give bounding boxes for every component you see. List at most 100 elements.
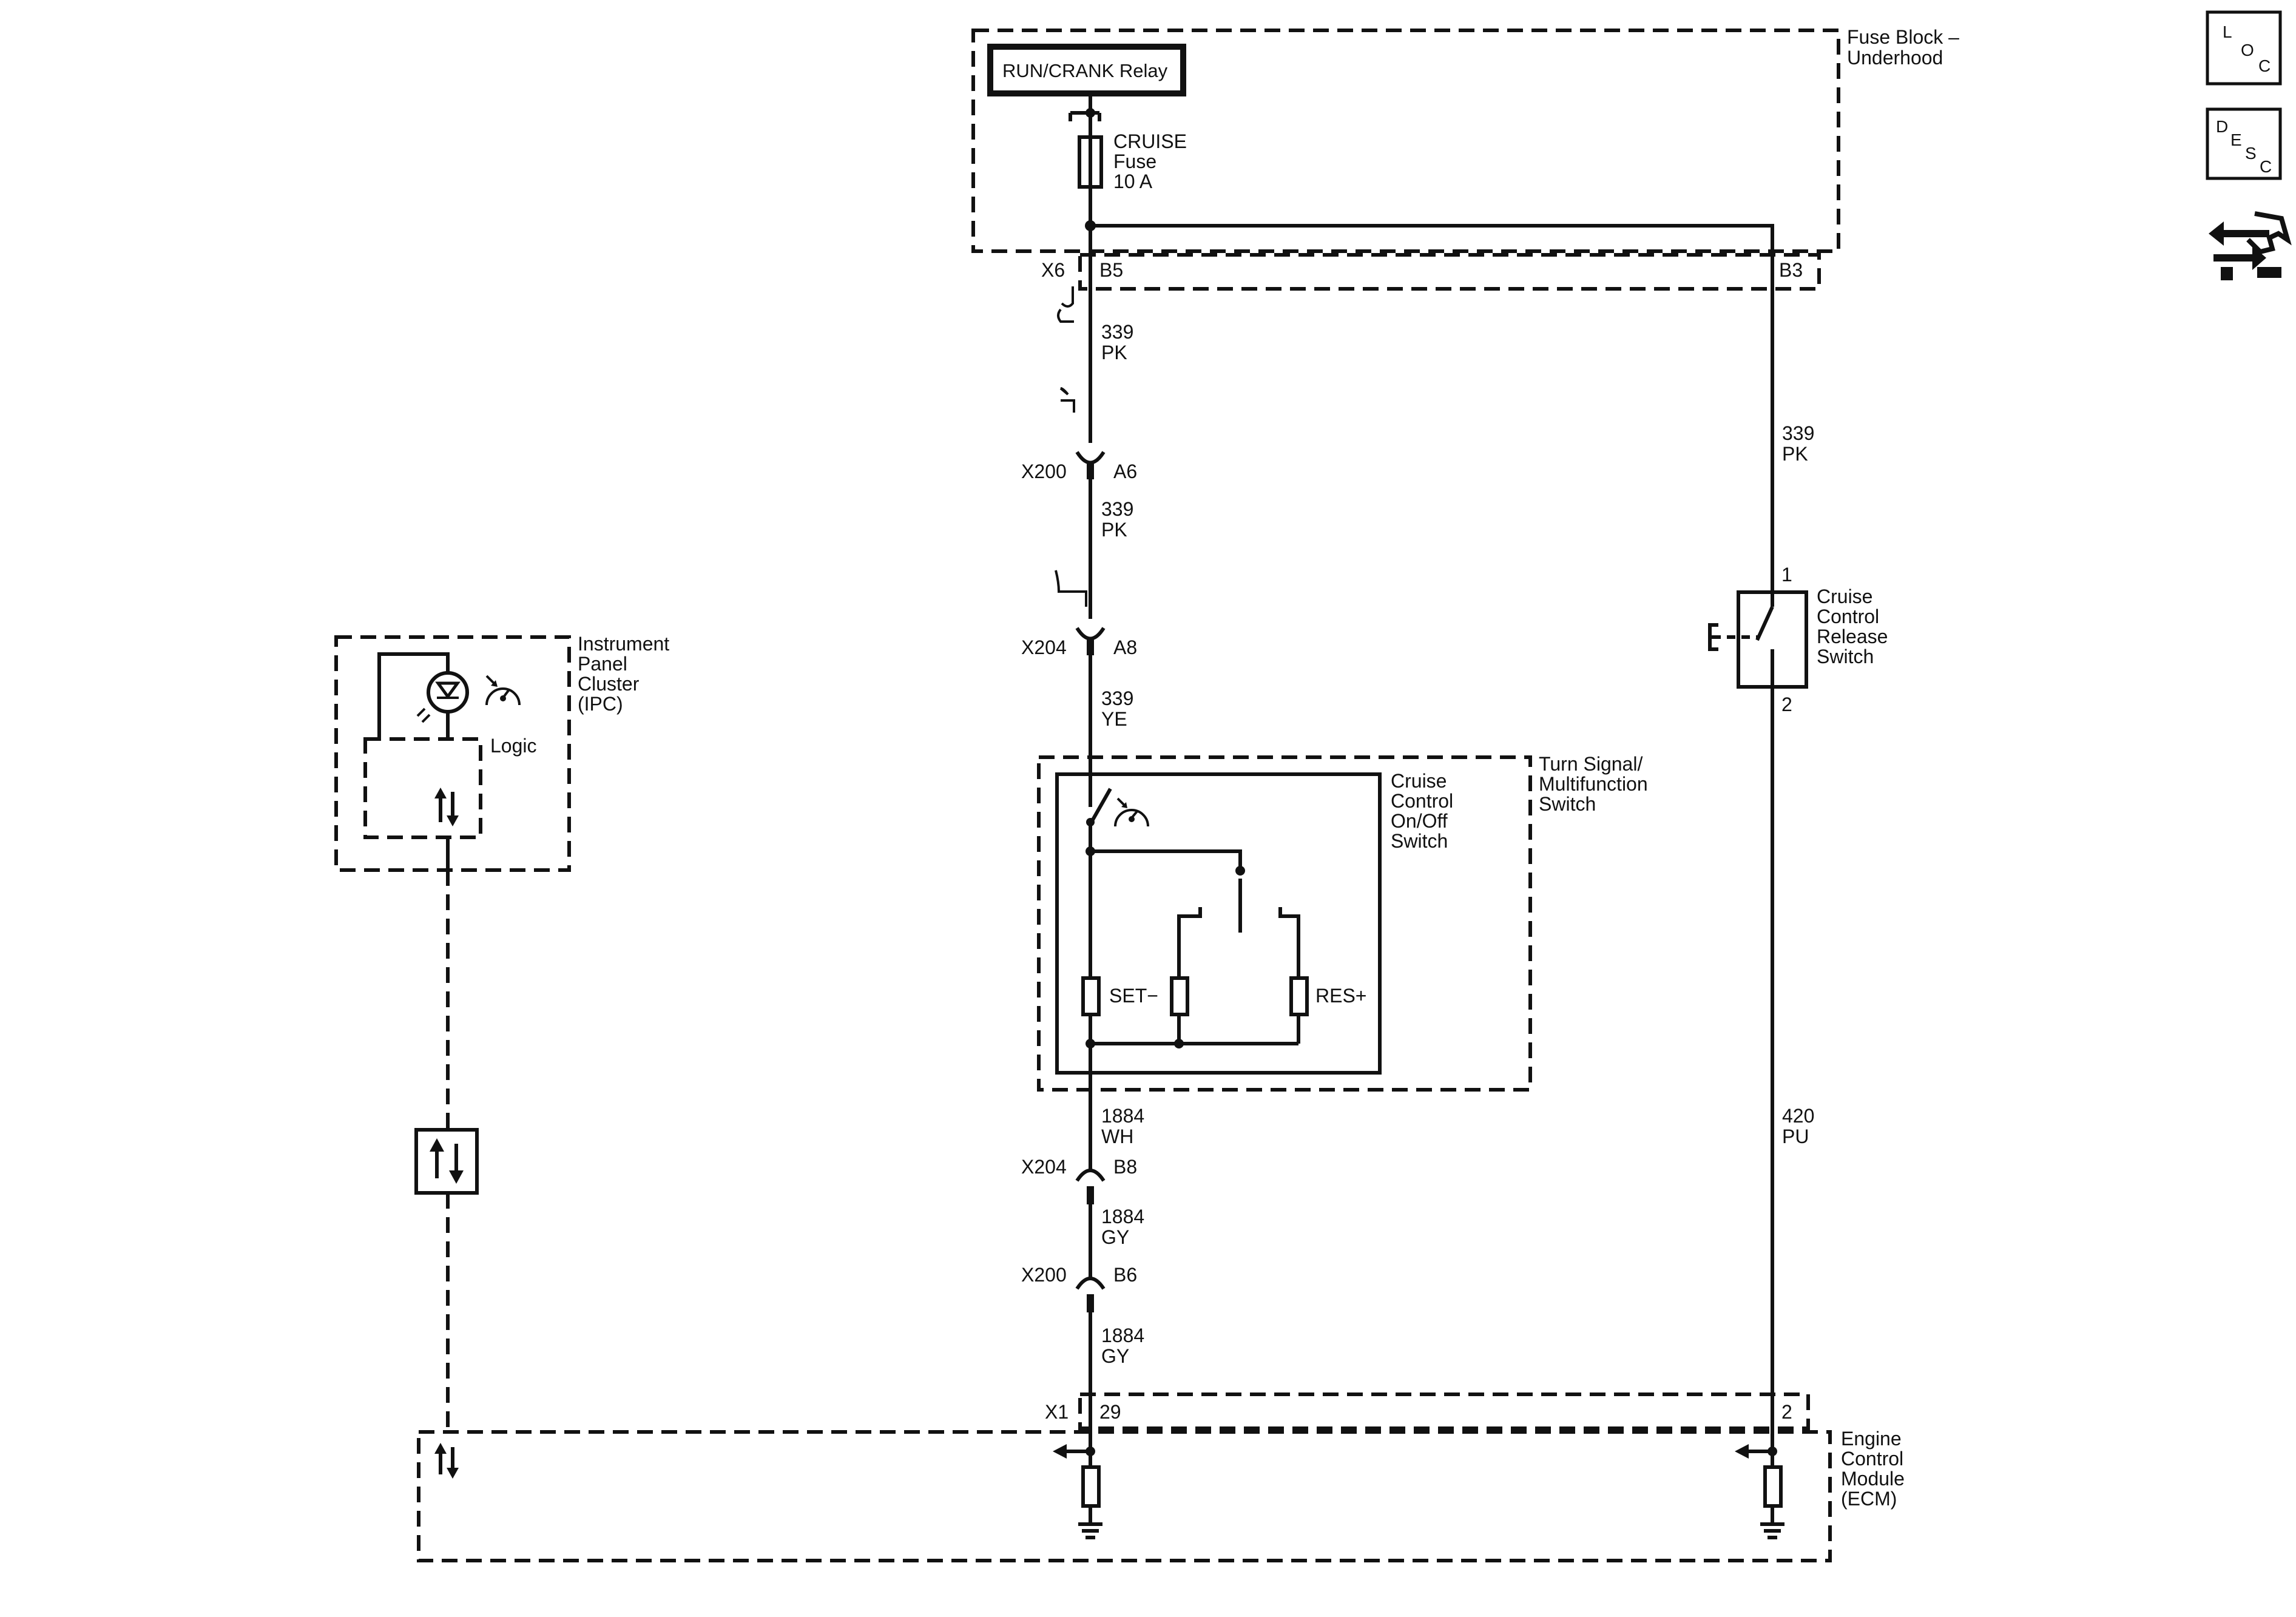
svg-text:29: 29 (1099, 1401, 1121, 1423)
svg-text:Instrument: Instrument (578, 633, 669, 655)
svg-text:1884: 1884 (1101, 1105, 1144, 1127)
fuse-label-line2: Fuse (1113, 150, 1156, 172)
connector-x1: X1 29 2 (1045, 1393, 1810, 1430)
res-label: RES+ (1315, 985, 1366, 1007)
resistor-set (1170, 976, 1189, 1016)
x6-pin-b5: B5 (1099, 259, 1123, 281)
wire-420-pu: 420 PU (1782, 1105, 1814, 1147)
relay-label: RUN/CRANK Relay (1002, 60, 1168, 81)
connector-x200-a6: X200 A6 (1021, 451, 1137, 482)
turn-signal-multifunction-switch: Turn Signal/ Multifunction Switch (1037, 753, 1648, 1092)
svg-text:Turn Signal/: Turn Signal/ (1539, 753, 1643, 775)
svg-text:(IPC): (IPC) (578, 693, 623, 715)
svg-text:1884: 1884 (1101, 1206, 1144, 1227)
x204-a8-name: X204 (1021, 636, 1067, 658)
svg-text:C: C (2260, 157, 2272, 176)
wire-1884-gy-2: 1884 GY (1101, 1325, 1144, 1367)
wire-339-pk-1: 339 PK (1101, 321, 1133, 363)
svg-text:Multifunction: Multifunction (1539, 773, 1648, 795)
x200-a6-name: X200 (1021, 461, 1067, 482)
svg-text:PK: PK (1101, 342, 1127, 363)
svg-text:339: 339 (1101, 321, 1133, 343)
svg-text:GY: GY (1101, 1226, 1129, 1248)
svg-text:L: L (2223, 22, 2232, 41)
speedometer-icon-ipc (485, 675, 521, 706)
svg-text:WH: WH (1101, 1126, 1133, 1147)
svg-text:D: D (2216, 117, 2228, 136)
fuse-block-label-line1: Fuse Block – (1847, 26, 1959, 48)
loc-button[interactable]: L O C (2206, 10, 2282, 86)
svg-text:Switch: Switch (1817, 646, 1874, 667)
svg-text:C: C (2258, 56, 2271, 75)
svg-text:GY: GY (1101, 1345, 1129, 1367)
connector-x204-a8: X204 A8 (1021, 627, 1137, 658)
svg-text:Panel: Panel (578, 653, 627, 675)
resistor-set-main (1081, 976, 1101, 1016)
svg-text:339: 339 (1101, 687, 1133, 709)
x6-name: X6 (1041, 259, 1065, 281)
x204-a8-pin: A8 (1113, 636, 1137, 658)
svg-text:On/Off: On/Off (1391, 810, 1448, 832)
svg-text:PK: PK (1101, 519, 1127, 541)
svg-text:Control: Control (1391, 790, 1453, 812)
svg-text:B8: B8 (1113, 1156, 1137, 1178)
svg-text:420: 420 (1782, 1105, 1814, 1127)
engine-control-module: Engine Control Module (ECM) (417, 1428, 1905, 1562)
diagnostic-wrench-icon[interactable] (2209, 211, 2292, 280)
svg-text:Control: Control (1841, 1448, 1903, 1470)
svg-text:Logic: Logic (490, 735, 537, 757)
wire-339-pk-2: 339 PK (1101, 498, 1133, 541)
svg-text:Release: Release (1817, 626, 1888, 647)
svg-text:X200: X200 (1021, 1264, 1067, 1286)
svg-text:2: 2 (1781, 1401, 1792, 1423)
svg-text:YE: YE (1101, 708, 1127, 730)
svg-text:B6: B6 (1113, 1264, 1137, 1286)
fuse-label-line1: CRUISE (1113, 130, 1187, 152)
svg-text:1884: 1884 (1101, 1325, 1144, 1346)
svg-text:Control: Control (1817, 606, 1879, 627)
ipc-logic-block: Logic (363, 735, 537, 839)
svg-text:PU: PU (1782, 1126, 1809, 1147)
fuse-block-label-line2: Underhood (1847, 47, 1943, 69)
x200-a6-pin: A6 (1113, 461, 1137, 482)
svg-text:Engine: Engine (1841, 1428, 1902, 1450)
svg-text:Switch: Switch (1539, 793, 1596, 815)
release-switch-feed-wire (1090, 224, 1774, 589)
instrument-panel-cluster: Instrument Panel Cluster (IPC) (334, 633, 669, 872)
wire-339-pk-right: 339 PK (1782, 422, 1814, 465)
svg-text:Cruise: Cruise (1391, 770, 1447, 792)
connector-x6: X6 B5 B3 (1041, 253, 1821, 291)
cruise-control-onoff-switch: Cruise Control On/Off Switch (1055, 770, 1453, 1075)
svg-text:Module: Module (1841, 1468, 1905, 1490)
svg-text:S: S (2245, 144, 2257, 163)
wire-339-ye: 339 YE (1101, 687, 1133, 730)
svg-text:2: 2 (1781, 694, 1792, 715)
svg-text:X1: X1 (1045, 1401, 1069, 1423)
svg-text:339: 339 (1101, 498, 1133, 520)
cruise-control-release-switch: 1 2 Cruise Control Release Switch (1708, 564, 1888, 715)
resistor-res (1289, 976, 1309, 1016)
svg-text:O: O (2241, 41, 2254, 59)
set-label: SET− (1109, 985, 1158, 1007)
ecm-input-420 (1735, 1444, 1784, 1539)
svg-text:E: E (2230, 130, 2242, 149)
wire-1884-wh: 1884 WH (1101, 1105, 1144, 1147)
ecm-serial-data-icon (434, 1443, 459, 1479)
svg-text:PK: PK (1782, 443, 1808, 465)
svg-text:X204: X204 (1021, 1156, 1067, 1178)
connector-x204-b8: X204 B8 (1021, 1156, 1137, 1204)
fuse-label-line3: 10 A (1113, 170, 1153, 192)
speedometer-icon (1114, 797, 1149, 827)
x6-pin-b3: B3 (1779, 259, 1803, 281)
run-crank-relay: RUN/CRANK Relay (987, 44, 1186, 96)
connector-x200-b6: X200 B6 (1021, 1264, 1137, 1312)
svg-text:1: 1 (1781, 564, 1792, 586)
svg-text:(ECM): (ECM) (1841, 1488, 1897, 1510)
indicator-lamp-icon (416, 671, 469, 723)
ecm-input-1884 (1053, 1444, 1102, 1539)
serial-data-module-icon (414, 1128, 479, 1195)
cruise-fuse: CRUISE Fuse 10 A (1078, 113, 1187, 192)
svg-text:339: 339 (1782, 422, 1814, 444)
desc-button[interactable]: D E S C (2206, 107, 2282, 180)
